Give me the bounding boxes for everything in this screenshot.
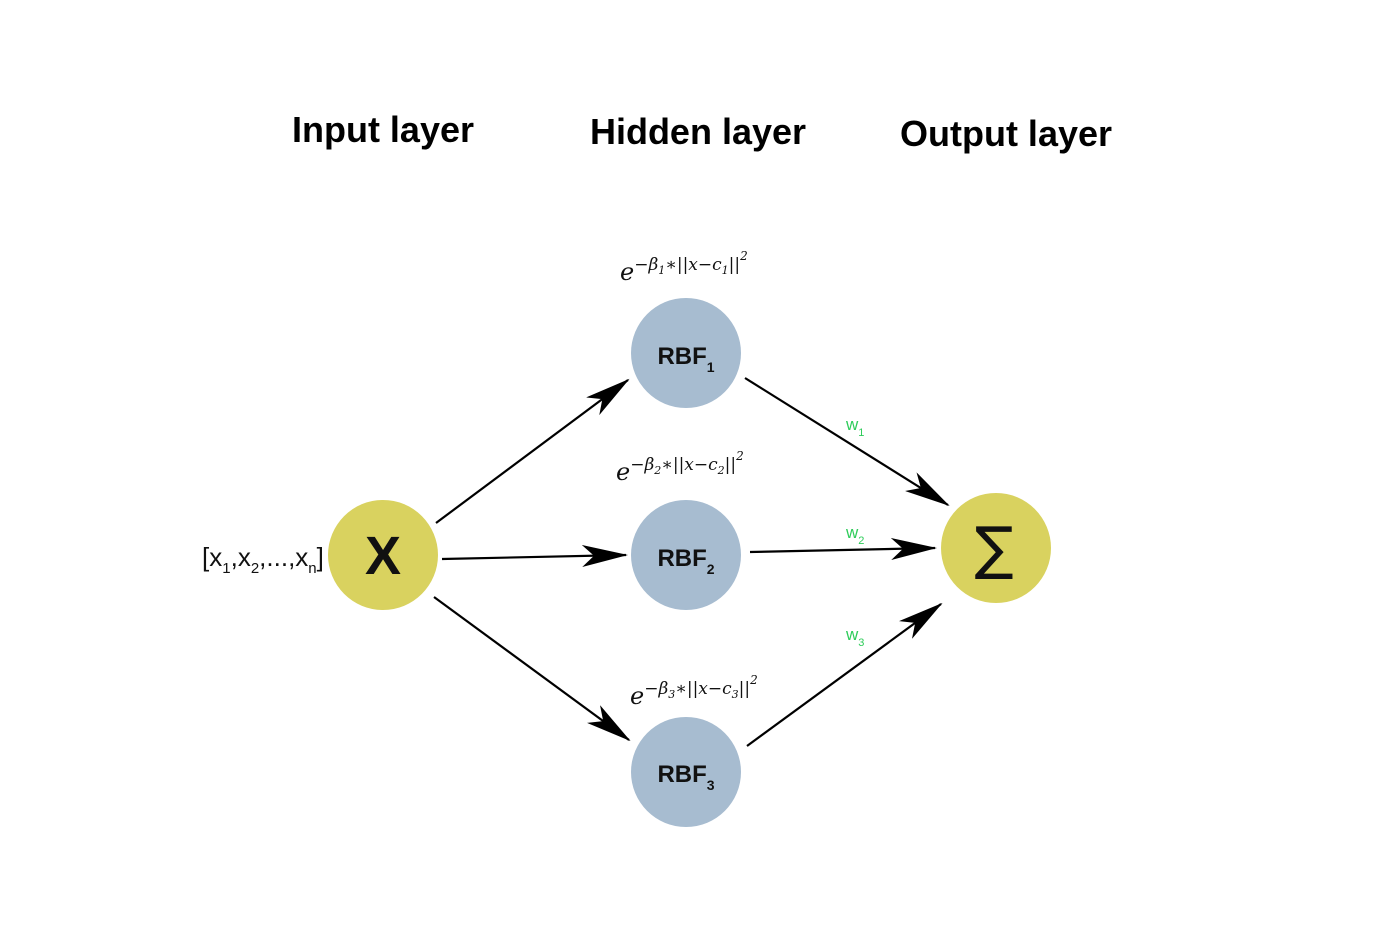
edge-rbf3-output — [746, 602, 943, 747]
input-node: X — [328, 500, 438, 610]
edge-input-rbf3 — [433, 596, 631, 742]
rbf2-formula: e−β2∗||x−c2||2 — [616, 449, 744, 486]
edge-input-rbf2 — [441, 544, 628, 567]
edge-rbf2-output — [749, 537, 937, 560]
sum-icon: ∑ — [974, 514, 1013, 582]
rbf3-label: RBF3 — [657, 761, 714, 793]
edge-rbf1-output — [744, 377, 950, 507]
rbf1-label: RBF1 — [657, 343, 714, 375]
rbf1-formula: e−β1∗||x−c1||2 — [620, 249, 748, 286]
weight-w1: w1 — [845, 415, 864, 439]
output-node: ∑ — [941, 493, 1051, 603]
weight-w3: w3 — [845, 625, 864, 649]
weight-w2: w2 — [845, 523, 864, 547]
edge-input-rbf1 — [435, 378, 630, 524]
input-vector-label: [x1,x2,...,xn] — [202, 542, 324, 577]
output-layer-title: Output layer — [900, 113, 1112, 154]
hidden-node-rbf2: RBF2 — [631, 500, 741, 610]
rbf2-label: RBF2 — [657, 545, 714, 577]
input-node-label: X — [365, 526, 401, 586]
rbf3-formula: e−β3∗||x−c3||2 — [630, 673, 758, 710]
hidden-node-rbf3: RBF3 — [631, 717, 741, 827]
hidden-node-rbf1: RBF1 — [631, 298, 741, 408]
input-layer-title: Input layer — [292, 109, 474, 150]
hidden-layer-title: Hidden layer — [590, 111, 806, 152]
